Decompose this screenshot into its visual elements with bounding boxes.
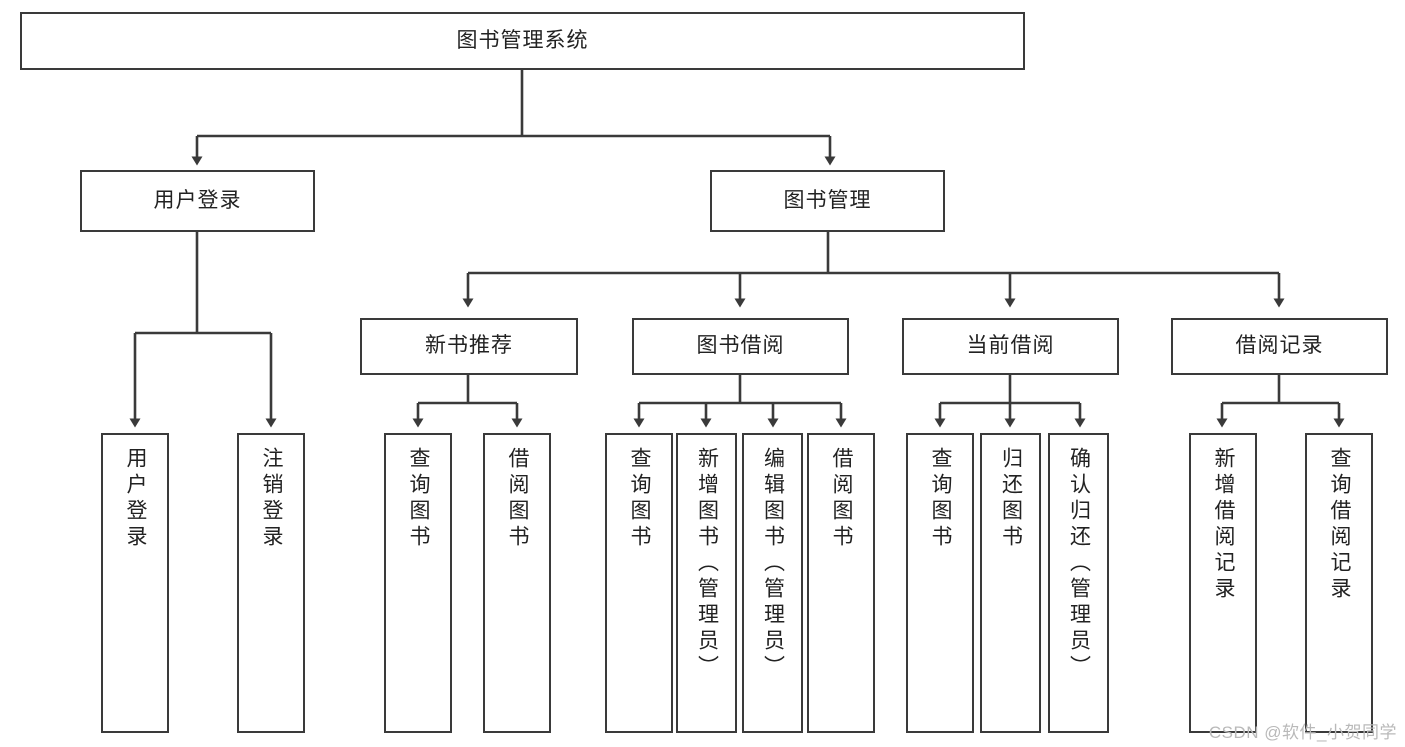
node-label: 图书借阅 [696,334,785,358]
node-leaf-borrow-book-recommend[interactable]: 借阅图书 [483,433,551,733]
node-label: 用户登录 [153,188,242,212]
node-leaf-user-logout[interactable]: 注销登录 [237,433,305,733]
node-label: 图书管理 [783,188,872,212]
node-label: 新书推荐 [425,334,513,358]
node-label: 确认归还（管理员） [1067,447,1091,681]
node-leaf-confirm-return-admin[interactable]: 确认归还（管理员） [1048,433,1109,733]
node-label: 注销登录 [260,447,284,551]
node-label: 查询图书 [407,447,431,551]
node-label: 新增借阅记录 [1212,447,1236,603]
node-book-management[interactable]: 图书管理 [710,170,945,232]
node-book-borrow[interactable]: 图书借阅 [632,318,849,375]
node-label: 借阅图书 [830,447,854,551]
node-label: 查询图书 [628,447,652,551]
node-borrow-record[interactable]: 借阅记录 [1171,318,1388,375]
node-label: 借阅图书 [506,447,530,551]
node-leaf-edit-book-admin[interactable]: 编辑图书（管理员） [742,433,803,733]
node-label: 查询图书 [929,447,953,551]
node-label: 图书管理系统 [456,28,589,52]
node-leaf-add-book-admin[interactable]: 新增图书（管理员） [676,433,737,733]
node-leaf-user-login[interactable]: 用户登录 [101,433,169,733]
node-label: 当前借阅 [966,334,1055,358]
node-leaf-return-book[interactable]: 归还图书 [980,433,1041,733]
node-label: 查询借阅记录 [1328,447,1352,603]
node-leaf-add-borrow-record[interactable]: 新增借阅记录 [1189,433,1257,733]
node-leaf-query-book-borrow[interactable]: 查询图书 [605,433,673,733]
node-user-login[interactable]: 用户登录 [80,170,315,232]
node-label: 新增图书（管理员） [695,447,719,681]
node-label: 归还图书 [999,447,1023,551]
node-label: 编辑图书（管理员） [761,447,785,681]
node-root-book-management-system[interactable]: 图书管理系统 [20,12,1025,70]
node-label: 用户登录 [124,447,148,551]
node-new-book-recommend[interactable]: 新书推荐 [360,318,578,375]
node-leaf-query-borrow-record[interactable]: 查询借阅记录 [1305,433,1373,733]
node-leaf-query-book-current[interactable]: 查询图书 [906,433,974,733]
node-leaf-borrow-book[interactable]: 借阅图书 [807,433,875,733]
node-leaf-query-book-recommend[interactable]: 查询图书 [384,433,452,733]
node-current-borrow[interactable]: 当前借阅 [902,318,1119,375]
node-label: 借阅记录 [1235,334,1324,358]
